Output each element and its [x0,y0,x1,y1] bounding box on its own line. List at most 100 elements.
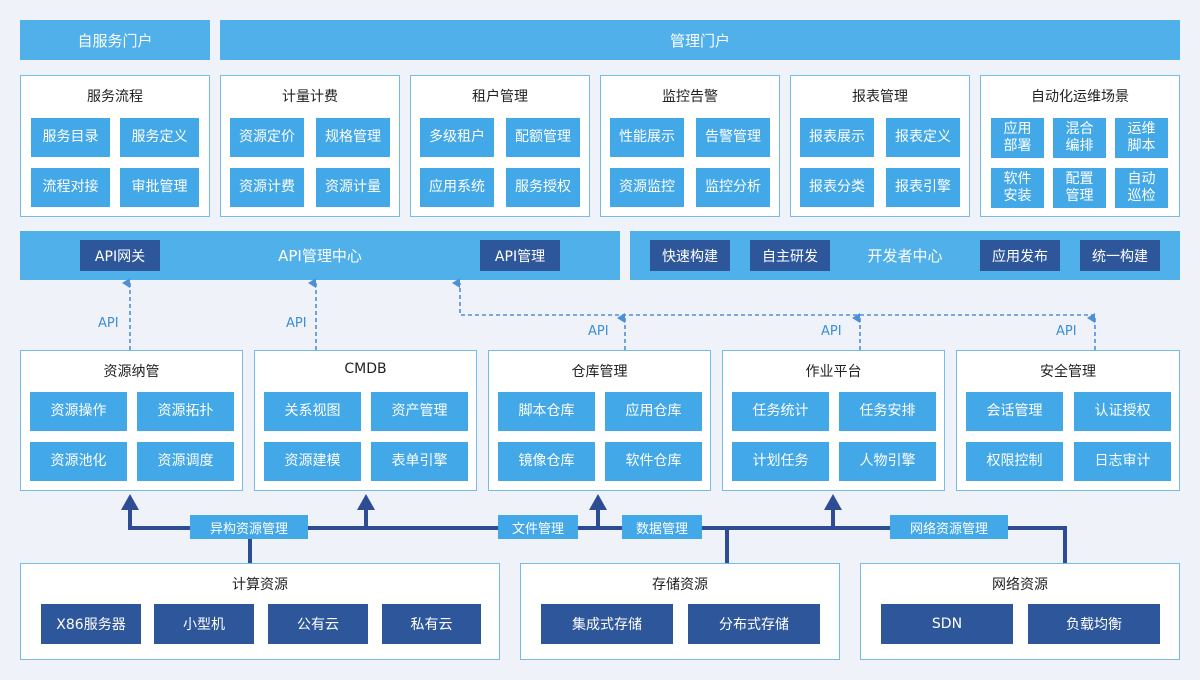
chip-resource-billing[interactable]: 资源计费 [230,168,304,207]
api-label: API [98,316,119,331]
api-center-title: API管理中心 [278,247,362,265]
chip-task-engine[interactable]: 人物引擎 [839,442,936,481]
panel-repository-management: 仓库管理 脚本仓库 应用仓库 镜像仓库 软件仓库 [488,350,711,491]
panel-title: 安全管理 [1040,364,1096,380]
panel-metering-billing: 计量计费 资源定价 规格管理 资源计费 资源计量 [220,75,400,217]
chip-app-deployment[interactable]: 应用 部署 [991,118,1044,158]
data-management-label: 数据管理 [622,515,702,539]
chip-log-audit[interactable]: 日志审计 [1074,442,1171,481]
panel-automated-ops: 自动化运维场景 应用 部署 混合 编排 运维 脚本 软件 安装 配置 管理 自动… [980,75,1180,217]
panel-title: 监控告警 [662,89,718,105]
chip-service-definition[interactable]: 服务定义 [120,118,199,157]
chip-resource-monitoring[interactable]: 资源监控 [610,168,684,207]
chip-config-management[interactable]: 配置 管理 [1053,168,1106,208]
panel-resource-management: 资源纳管 资源操作 资源拓扑 资源池化 资源调度 [20,350,243,491]
chip-report-display[interactable]: 报表展示 [800,118,874,157]
panel-title: 网络资源 [992,577,1048,593]
chip-resource-pricing[interactable]: 资源定价 [230,118,304,157]
chip-resource-operation[interactable]: 资源操作 [30,392,127,431]
panel-title: 仓库管理 [571,364,628,380]
chip-report-category[interactable]: 报表分类 [800,168,874,207]
panel-security-management: 安全管理 会话管理 认证授权 权限控制 日志审计 [956,350,1180,491]
management-portal-label: 管理门户 [669,31,730,50]
network-resource-management-label: 网络资源管理 [890,515,1008,539]
chip-scheduled-task[interactable]: 计划任务 [732,442,829,481]
chip-monitoring-analysis[interactable]: 监控分析 [696,168,770,207]
chip-service-catalog[interactable]: 服务目录 [31,118,110,157]
chip-permission-control[interactable]: 权限控制 [966,442,1063,481]
management-portal-bar[interactable]: 管理门户 [220,20,1180,60]
chip-relation-view[interactable]: 关系视图 [264,392,361,431]
chip-asset-management[interactable]: 资产管理 [371,392,468,431]
chip-script-repo[interactable]: 脚本仓库 [498,392,595,431]
panel-job-platform: 作业平台 任务统计 任务安排 计划任务 人物引擎 [722,350,945,491]
api-label: API [588,324,609,339]
app-release-button[interactable]: 应用发布 [980,240,1060,271]
chip-private-cloud[interactable]: 私有云 [382,604,481,644]
chip-application-system[interactable]: 应用系统 [420,168,494,207]
chip-resource-pooling[interactable]: 资源池化 [30,442,127,481]
quick-build-button[interactable]: 快速构建 [650,240,730,271]
unified-build-button[interactable]: 统一构建 [1080,240,1160,271]
panel-storage-resources: 存储资源 集成式存储 分布式存储 [520,563,840,660]
chip-form-engine[interactable]: 表单引擎 [371,442,468,481]
self-service-portal-bar[interactable]: 自服务门户 [20,20,210,60]
chip-ops-script[interactable]: 运维 脚本 [1115,118,1168,158]
api-label: API [286,316,307,331]
chip-approval-management[interactable]: 审批管理 [120,168,199,207]
chip-multi-tenant[interactable]: 多级租户 [420,118,494,157]
hetero-resource-management-label: 异构资源管理 [190,515,308,539]
chip-app-repo[interactable]: 应用仓库 [605,392,702,431]
chip-task-statistics[interactable]: 任务统计 [732,392,829,431]
panel-tenant-management: 租户管理 多级租户 配额管理 应用系统 服务授权 [410,75,590,217]
api-dashed-arrows [122,278,1096,350]
chip-resource-metering[interactable]: 资源计量 [316,168,390,207]
chip-resource-topology[interactable]: 资源拓扑 [137,392,234,431]
api-label: API [1056,324,1077,339]
api-management-button[interactable]: API管理 [480,240,560,271]
chip-public-cloud[interactable]: 公有云 [268,604,368,644]
chip-service-authorization[interactable]: 服务授权 [506,168,580,207]
panel-title: 资源纳管 [103,364,160,380]
chip-load-balancing[interactable]: 负载均衡 [1028,604,1160,644]
chip-sdn[interactable]: SDN [881,604,1013,644]
chip-report-engine[interactable]: 报表引擎 [886,168,960,207]
chip-performance-display[interactable]: 性能展示 [610,118,684,157]
chip-software-install[interactable]: 软件 安装 [991,168,1044,208]
chip-task-arrangement[interactable]: 任务安排 [839,392,936,431]
chip-software-repo[interactable]: 软件仓库 [605,442,702,481]
panel-cmdb: CMDB 关系视图 资产管理 资源建模 表单引擎 [254,350,477,491]
chip-auto-inspection[interactable]: 自动 巡检 [1115,168,1168,208]
panel-title: 存储资源 [652,577,708,593]
api-gateway-button[interactable]: API网关 [80,240,160,271]
chip-auth-authorization[interactable]: 认证授权 [1074,392,1171,431]
chip-spec-management[interactable]: 规格管理 [316,118,390,157]
chip-report-definition[interactable]: 报表定义 [886,118,960,157]
panel-title: 服务流程 [87,89,143,105]
panel-compute-resources: 计算资源 X86服务器 小型机 公有云 私有云 [20,563,500,660]
panel-network-resources: 网络资源 SDN 负载均衡 [860,563,1180,660]
chip-integrated-storage[interactable]: 集成式存储 [541,604,673,644]
chip-session-management[interactable]: 会话管理 [966,392,1063,431]
chip-resource-modeling[interactable]: 资源建模 [264,442,361,481]
panel-monitoring-alerts: 监控告警 性能展示 告警管理 资源监控 监控分析 [600,75,780,217]
panel-title: 计算资源 [232,577,288,593]
chip-resource-scheduling[interactable]: 资源调度 [137,442,234,481]
self-development-button[interactable]: 自主研发 [750,240,830,271]
panel-title: 自动化运维场景 [1031,89,1129,105]
panel-title: CMDB [344,361,387,377]
chip-process-integration[interactable]: 流程对接 [31,168,110,207]
chip-minicomputer[interactable]: 小型机 [154,604,254,644]
panel-title: 报表管理 [852,89,908,105]
chip-distributed-storage[interactable]: 分布式存储 [688,604,820,644]
chip-hybrid-orchestration[interactable]: 混合 编排 [1053,118,1106,158]
chip-x86-server[interactable]: X86服务器 [41,604,141,644]
panel-title: 计量计费 [282,89,338,105]
chip-image-repo[interactable]: 镜像仓库 [498,442,595,481]
chip-quota-management[interactable]: 配额管理 [506,118,580,157]
chip-alert-management[interactable]: 告警管理 [696,118,770,157]
api-management-center-bar: API管理中心 API网关 API管理 [20,231,620,280]
file-management-label: 文件管理 [498,515,578,539]
panel-title: 租户管理 [472,89,528,105]
